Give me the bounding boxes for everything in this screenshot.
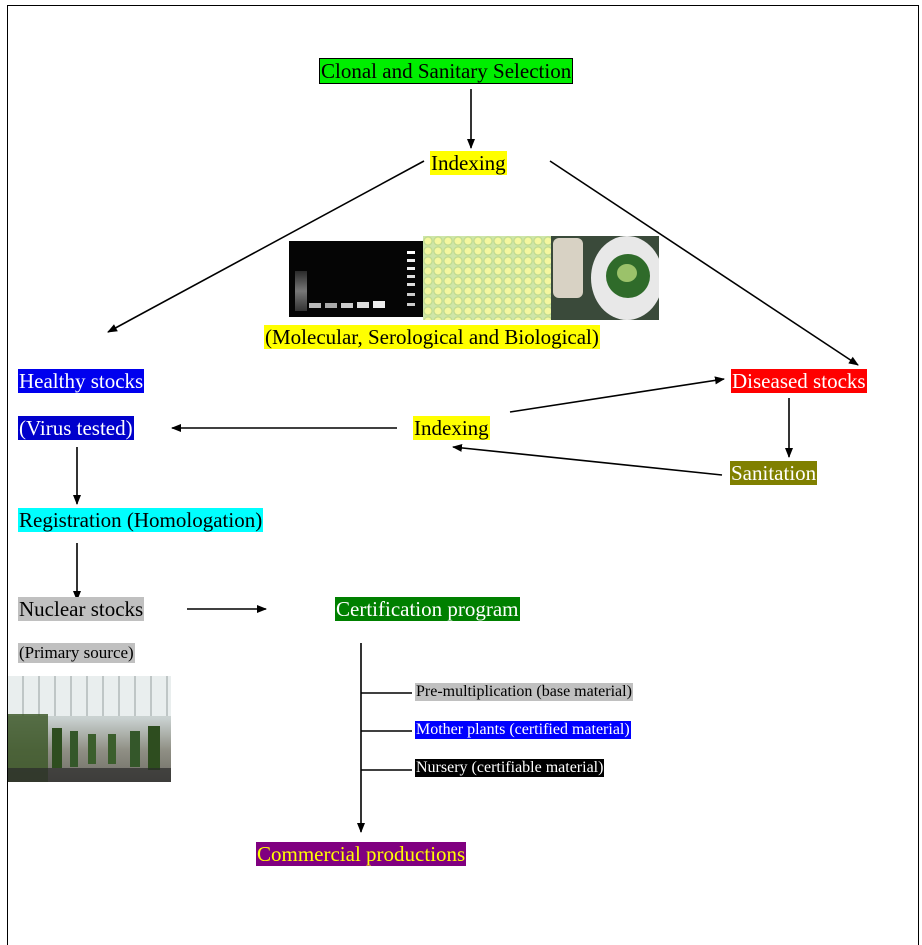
gel-electrophoresis-photo	[289, 241, 423, 317]
greenhouse-photo	[8, 676, 171, 782]
biological-assay-photo	[551, 236, 659, 320]
indexing-mid-node: Indexing	[413, 416, 490, 441]
virus-tested-node: (Virus tested)	[18, 416, 134, 441]
mother-plants-node: Mother plants (certified material)	[415, 721, 631, 740]
commercial-productions-node: Commercial productions	[256, 842, 467, 867]
nursery-node: Nursery (certifiable material)	[415, 759, 605, 778]
elisa-plate-photo	[423, 236, 551, 320]
arrow-sanitation-to-indexing	[452, 443, 723, 476]
clonal-selection-node: Clonal and Sanitary Selection	[319, 58, 574, 85]
arrow-indexing-to-healthy	[107, 160, 425, 333]
diseased-stocks-node: Diseased stocks	[731, 369, 867, 394]
connector-layer	[73, 89, 859, 833]
diagram-frame	[7, 5, 919, 945]
certification-program-node: Certification program	[335, 597, 520, 622]
indexing-top-node: Indexing	[430, 151, 507, 176]
arrow-indexing-to-diseased	[549, 160, 859, 366]
nuclear-stocks-node: Nuclear stocks	[18, 597, 145, 622]
pre-multiplication-node: Pre-multiplication (base material)	[415, 683, 633, 702]
registration-node: Registration (Homologation)	[18, 508, 264, 533]
primary-source-label: (Primary source)	[18, 643, 135, 663]
healthy-stocks-node: Healthy stocks	[18, 369, 145, 394]
sanitation-node: Sanitation	[730, 461, 818, 486]
methods-caption: (Molecular, Serological and Biological)	[264, 325, 600, 350]
arrow-indexing-to-diseased-stocks	[509, 376, 725, 413]
